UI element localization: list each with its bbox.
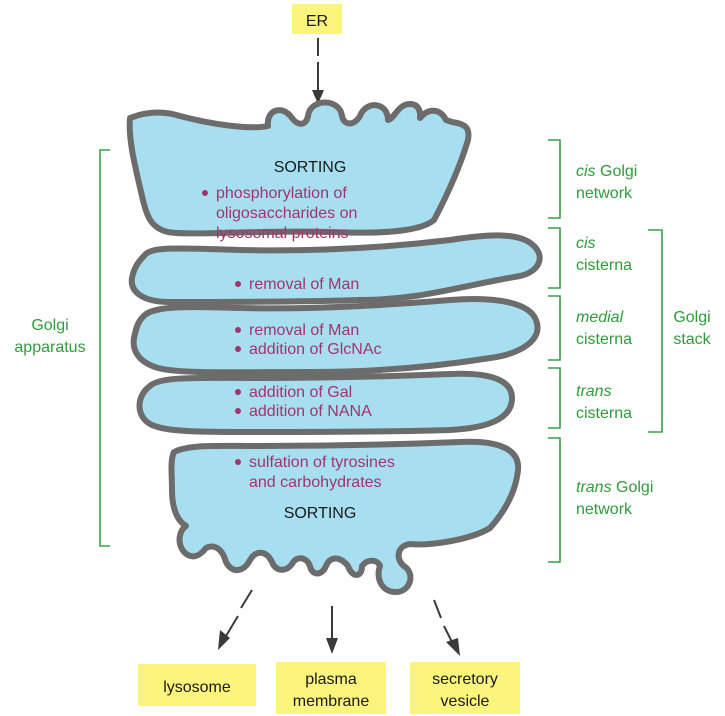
- function-text: sulfation of tyrosines: [249, 454, 395, 471]
- bullet: [235, 327, 241, 333]
- bottom-sorting-label: SORTING: [284, 505, 357, 522]
- golgi-apparatus-label-line1: Golgi: [31, 317, 68, 334]
- trans-cisterna-label-line2: cisterna: [576, 405, 632, 422]
- secretory-vesicle-label-line2: vesicle: [441, 693, 490, 710]
- cis-golgi-network-shape: [126, 99, 472, 237]
- bullet: [235, 389, 241, 395]
- function-text: lysosomal proteins: [216, 225, 349, 242]
- function-text: oligosaccharides on: [216, 205, 357, 222]
- lysosome-arrow: [218, 589, 253, 650]
- secretory-vesicle-arrow: [433, 599, 460, 656]
- medial-cisterna-label-line1: medial: [576, 309, 624, 326]
- golgi-stack-bracket: [648, 229, 663, 433]
- trans-cisterna-label-line1: trans: [576, 383, 612, 400]
- er-label: ER: [306, 13, 328, 30]
- cis-golgi-network-label-line1: cis Golgi: [576, 163, 637, 180]
- trans-golgi-network-label-line1: trans Golgi: [576, 479, 653, 496]
- golgi-apparatus-label-line2: apparatus: [14, 339, 85, 356]
- cis-cisterna-label-line1: cis: [576, 235, 596, 252]
- function-text: phosphorylation of: [216, 185, 347, 202]
- function-text: removal of Man: [249, 322, 359, 339]
- function-text: and carbohydrates: [249, 474, 382, 491]
- er-arrow: [312, 38, 324, 104]
- top-sorting-label: SORTING: [274, 159, 347, 176]
- function-text: addition of GlcNAc: [249, 341, 382, 358]
- golgi-stack-label-line2: stack: [673, 331, 711, 348]
- trans-golgi-network-shape: [168, 438, 522, 595]
- cis-golgi-network-label-line2: network: [576, 185, 633, 202]
- cis-golgi-network-bracket: [548, 139, 561, 219]
- trans-cisterna-bracket: [548, 367, 561, 429]
- plasma-membrane-label-line1: plasma: [305, 671, 357, 688]
- bullet: [235, 346, 241, 352]
- secretory-vesicle-label-line1: secretory: [432, 671, 498, 688]
- cis-cisterna-bracket: [548, 227, 561, 289]
- function-text: addition of Gal: [249, 384, 352, 401]
- er-box: [292, 4, 342, 34]
- cis-cisterna-label-line2: cisterna: [576, 257, 632, 274]
- bullet: [202, 190, 208, 196]
- golgi-apparatus-bracket: [99, 149, 110, 547]
- cis-cisterna-shape: [128, 232, 543, 305]
- plasma-membrane-arrow: [326, 606, 338, 654]
- trans-cisterna-shape: [136, 370, 515, 435]
- bullet: [235, 408, 241, 414]
- lysosome-label: lysosome: [163, 679, 231, 696]
- trans-golgi-network-bracket: [548, 437, 561, 563]
- medial-cisterna-label-line2: cisterna: [576, 331, 632, 348]
- medial-cisterna-bracket: [548, 295, 561, 361]
- plasma-membrane-label-line2: membrane: [293, 693, 370, 710]
- secretory-vesicle-box: [410, 662, 520, 714]
- plasma-membrane-box: [276, 662, 386, 714]
- function-text: removal of Man: [249, 276, 359, 293]
- bullet: [235, 459, 241, 465]
- function-text: addition of NANA: [249, 403, 372, 420]
- trans-golgi-network-label-line2: network: [576, 501, 633, 518]
- lysosome-box: [138, 664, 256, 706]
- bullet: [235, 281, 241, 287]
- golgi-stack-label-line1: Golgi: [673, 309, 710, 326]
- medial-cisterna-shape: [130, 296, 541, 376]
